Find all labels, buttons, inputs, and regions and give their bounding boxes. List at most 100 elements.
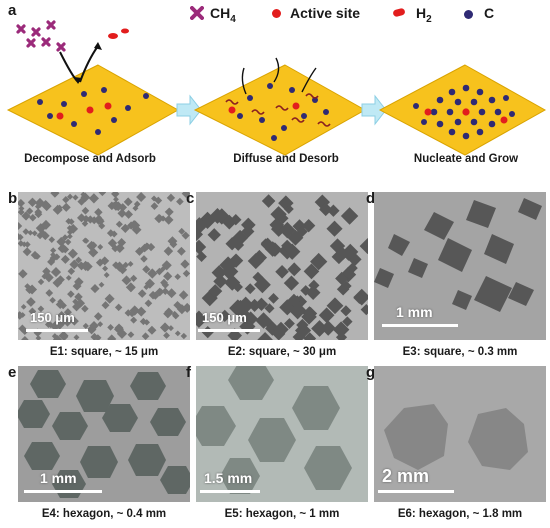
graphene-domain bbox=[114, 323, 124, 333]
graphene-domain bbox=[90, 284, 100, 294]
graphene-domain bbox=[67, 193, 74, 200]
graphene-domain bbox=[125, 282, 136, 293]
scale-bar-label-g: 2 mm bbox=[382, 466, 430, 486]
graphene-domain bbox=[101, 301, 110, 310]
graphene-domain bbox=[47, 257, 56, 266]
graphene-domain bbox=[107, 334, 117, 340]
graphene-domain bbox=[151, 195, 158, 202]
graphene-domain bbox=[164, 207, 174, 217]
graphene-domain bbox=[342, 316, 353, 327]
graphene-domain bbox=[110, 201, 118, 209]
graphene-domain bbox=[22, 247, 32, 257]
graphene-domain bbox=[303, 332, 317, 340]
substrate-1-dots bbox=[37, 87, 149, 135]
graphene-domain bbox=[287, 262, 302, 277]
graphene-domain bbox=[67, 290, 75, 298]
graphene-domain bbox=[113, 196, 119, 203]
graphene-domain bbox=[163, 309, 173, 319]
carbon-legend-icon bbox=[464, 10, 473, 19]
graphene-domain bbox=[18, 233, 22, 241]
substrate-3 bbox=[378, 64, 547, 156]
graphene-domain bbox=[326, 220, 343, 237]
graphene-domain bbox=[77, 261, 85, 269]
graphene-domain bbox=[132, 205, 139, 212]
graphene-domain bbox=[48, 236, 56, 243]
graphene-domain bbox=[182, 269, 190, 278]
graphene-domain bbox=[143, 284, 150, 291]
graphene-domain bbox=[42, 267, 51, 276]
graphene-domain bbox=[28, 307, 37, 316]
graphene-domain bbox=[26, 297, 36, 307]
graphene-domain bbox=[292, 219, 307, 234]
graphene-domain bbox=[163, 246, 174, 256]
graphene-domain bbox=[254, 297, 269, 311]
panel-label-b: b bbox=[8, 190, 18, 207]
graphene-domain bbox=[100, 256, 110, 266]
graphene-domain bbox=[63, 308, 72, 317]
graphene-domain bbox=[21, 327, 29, 335]
graphene-domain bbox=[241, 217, 256, 233]
graphene-domain bbox=[300, 285, 312, 296]
micrograph-f: 1.5 mm bbox=[196, 366, 368, 502]
graphene-domain bbox=[255, 312, 272, 329]
graphene-domain bbox=[221, 214, 237, 230]
active-site-legend-icon bbox=[272, 9, 281, 18]
graphene-domain bbox=[329, 238, 346, 254]
graphene-domain bbox=[166, 288, 177, 299]
graphene-domain bbox=[293, 295, 308, 309]
graphene-domain bbox=[181, 192, 190, 199]
caption-c: E2: square, ~ 30 μm bbox=[227, 346, 337, 358]
graphene-domain bbox=[161, 281, 170, 289]
graphene-domain bbox=[229, 299, 247, 317]
graphene-domain bbox=[22, 228, 30, 236]
graphene-domain bbox=[41, 273, 48, 280]
graphene-domain bbox=[130, 274, 138, 283]
scale-bar-d bbox=[382, 324, 458, 327]
graphene-domain bbox=[49, 254, 58, 263]
graphene-domain bbox=[37, 305, 45, 313]
graphene-domain bbox=[279, 199, 290, 210]
graphene-domain bbox=[90, 216, 99, 225]
graphene-domain bbox=[302, 219, 316, 233]
step-label-2: Diffuse and Desorb bbox=[233, 153, 339, 165]
active-site-legend-label: Active site bbox=[290, 5, 361, 21]
graphene-domain bbox=[18, 198, 26, 208]
graphene-domain bbox=[24, 283, 31, 290]
graphene-domain bbox=[27, 197, 38, 207]
graphene-domain bbox=[272, 327, 286, 340]
graphene-domain bbox=[221, 262, 239, 281]
graphene-domain bbox=[82, 237, 89, 244]
graphene-domain bbox=[178, 290, 189, 300]
graphene-domain bbox=[296, 226, 308, 238]
substrate-2 bbox=[193, 64, 367, 156]
graphene-domain bbox=[224, 274, 241, 291]
graphene-domain bbox=[25, 207, 34, 215]
graphene-domain bbox=[129, 220, 140, 231]
graphene-domain bbox=[74, 277, 84, 287]
graphene-domain bbox=[67, 267, 76, 276]
graphene-domain bbox=[139, 317, 148, 326]
carbon-legend-label: C bbox=[484, 5, 495, 21]
graphene-domain bbox=[53, 253, 61, 261]
graphene-domain bbox=[65, 275, 72, 281]
ch4-molecules bbox=[16, 20, 66, 52]
graphene-domain bbox=[196, 217, 208, 235]
graphene-domain bbox=[21, 335, 29, 340]
graphene-domain bbox=[45, 289, 54, 297]
panel-label-g: g bbox=[366, 364, 376, 381]
process-arrow-1 bbox=[176, 94, 202, 126]
micrograph-d: 1 mm bbox=[374, 192, 546, 340]
graphene-domain bbox=[180, 332, 188, 340]
graphene-domain bbox=[57, 243, 68, 254]
graphene-domain bbox=[31, 230, 38, 237]
graphene-domain bbox=[111, 192, 120, 199]
graphene-domain bbox=[201, 326, 214, 339]
panel-label-e: e bbox=[8, 364, 17, 381]
graphene-domain bbox=[63, 317, 72, 327]
step-label-1: Decompose and Adsorb bbox=[24, 153, 156, 165]
graphene-domain bbox=[80, 260, 91, 272]
graphene-domain bbox=[169, 240, 178, 249]
graphene-domain bbox=[163, 332, 170, 339]
graphene-domain bbox=[80, 192, 87, 198]
graphene-domain bbox=[50, 251, 56, 258]
